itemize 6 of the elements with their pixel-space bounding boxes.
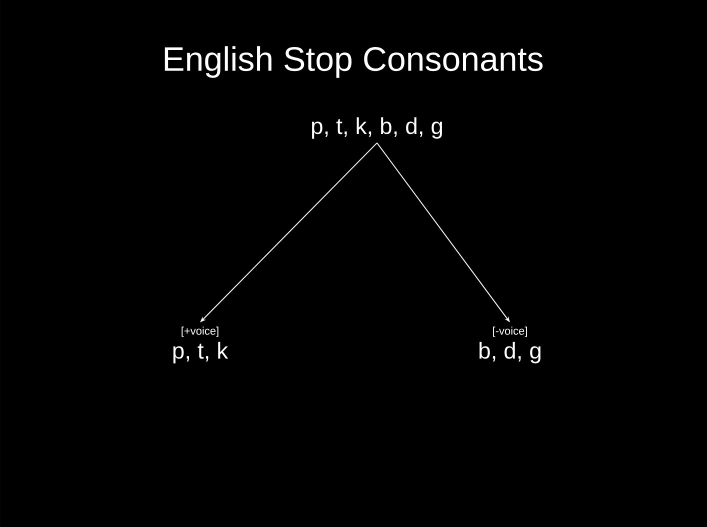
title: English Stop Consonants [164,46,543,78]
feature-label: [+voice] [182,326,218,337]
feature-label: [-voice] [493,326,527,337]
node-text: p, t, k [173,342,228,364]
node-text: p, t, k, b, d, g [312,117,442,139]
node-text: b, d, g [480,342,540,364]
